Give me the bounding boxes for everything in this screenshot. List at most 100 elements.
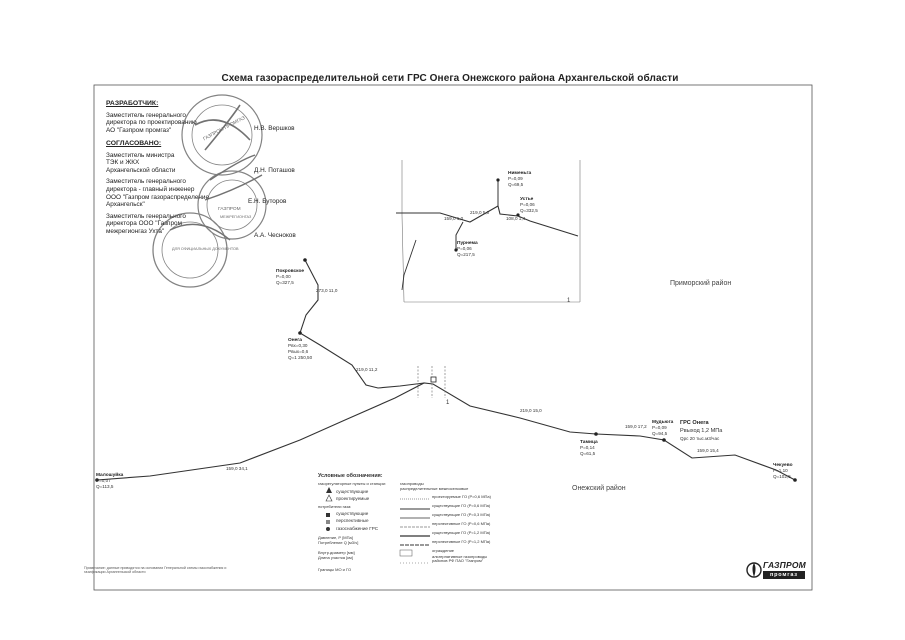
- agreed-3-line-2: директора ООО "Газпром: [106, 220, 183, 228]
- inset-branch-south: [455, 221, 464, 250]
- inset-a-name: Нименьга: [508, 170, 531, 176]
- tamitsa-p: Р=0,14: [580, 445, 595, 450]
- stamp-seal-2: [197, 170, 267, 240]
- legend-right: газопроводы распределительные межпоселко…: [400, 481, 500, 564]
- node-tamitsa[interactable]: [594, 432, 598, 436]
- segment-label-1: 273,0 11,0: [316, 288, 338, 293]
- legend-col2-sub: распределительные межпоселковые: [400, 485, 469, 491]
- chekuevo-p: Р=1,10: [773, 468, 788, 473]
- inset-b-name: Пурнема: [457, 240, 478, 246]
- inset-pipeline: [396, 205, 579, 237]
- legend-note-4: Длина участка [км]: [318, 555, 353, 561]
- legend-group2-item-1: существующие: [336, 511, 369, 517]
- mudyuga-name: Мудьюга: [652, 419, 674, 425]
- gazprom-flame-icon: [746, 562, 805, 579]
- main-pipeline: [96, 382, 796, 481]
- inset-node-c[interactable]: [516, 213, 520, 217]
- legend-group1-title: газорегуляторные пункты и станции:: [318, 481, 386, 487]
- region-primorsky: Приморский район: [670, 279, 731, 287]
- legend-line-label-8: альтернативные газопроводы районов РФ ПА…: [432, 553, 488, 564]
- agreed-1-signatory: Д.Н. Поташов: [254, 167, 295, 174]
- grs-title: ГРС Онега: [680, 420, 710, 426]
- agreed-1-line-3: Архангельской области: [106, 166, 176, 174]
- legend-square-grey-icon: [326, 520, 330, 524]
- onega-p1: Рвх=0,30: [288, 343, 308, 348]
- agreed-3-line-1: Заместитель генерального: [106, 212, 186, 220]
- developer-header: РАЗРАБОТЧИК:: [106, 100, 159, 107]
- footnote: Примечание: данные приводятся на основан…: [84, 566, 227, 575]
- maloshuyka-q: Q=113,5: [96, 484, 114, 489]
- stamp-text-4: ДЛЯ ОФИЦИАЛЬНЫХ ДОКУМЕНТОВ: [172, 247, 239, 251]
- developer-line-3: АО "Газпром промгаз": [106, 126, 172, 134]
- tamitsa-name: Тамица: [580, 439, 598, 445]
- agreed-1-line-2: ТЭК и ЖКХ: [106, 159, 140, 167]
- gazprom-logo: ГАЗПРОМ промгаз: [746, 558, 806, 582]
- legend-header: Условные обозначения:: [318, 473, 383, 479]
- stamp-seal-1: [181, 94, 263, 176]
- stamp-text-3: МЕЖРЕГИОНГАЗ: [220, 215, 252, 219]
- chekuevo-name: Чекуево: [773, 462, 793, 468]
- segment-label-3: 159,0 34,1: [226, 466, 248, 471]
- inset-node-b[interactable]: [454, 248, 458, 252]
- inset-c-p: Р=0,06: [520, 202, 535, 207]
- grs-capacity: Qрс 20 тыс.м3/час: [680, 436, 720, 441]
- node-mudyuga[interactable]: [662, 438, 666, 442]
- agreed-2-line-2: директора - главный инженер: [106, 185, 195, 193]
- grs-marker[interactable]: [430, 376, 437, 383]
- chekuevo-q: Q=102,5: [773, 474, 791, 479]
- onega-q: Q=1 250,50: [288, 355, 313, 360]
- inset-node-a[interactable]: [496, 178, 500, 182]
- legend-group2-title: потребители газа:: [318, 503, 352, 509]
- inset-b-q: Q=217,5: [457, 252, 475, 257]
- page-title: Схема газораспределительной сети ГРС Оне…: [221, 73, 679, 84]
- legend-line-label-5: существующие ГО (Р=1,2 МПа): [432, 529, 491, 535]
- mudyuga-p: Р=0,09: [652, 425, 667, 430]
- legend-left: Условные обозначения: газорегуляторные п…: [318, 472, 398, 572]
- legend-triangle-outline-icon: [325, 494, 333, 502]
- inset-c-q: Q=332,5: [520, 208, 538, 213]
- node-maloshuyka[interactable]: [95, 478, 99, 482]
- node-pokrovskoe[interactable]: [303, 258, 307, 262]
- legend-col2-title: газопроводы: [400, 481, 424, 486]
- map-inset-ref: 1: [446, 400, 450, 406]
- stamp-text-1: ГАЗПРОМ ПРОМГАЗ: [202, 115, 246, 142]
- agreed-2-signatory: Е.Н. Буторов: [248, 198, 287, 205]
- inset-frame: [401, 160, 581, 303]
- grs-pressure: Рвыход 1,2 МПа: [680, 428, 723, 434]
- developer-signatory: Н.В. Вершков: [254, 125, 295, 132]
- segment-label-9: 108,0 1,4: [506, 216, 526, 221]
- inset-branch-west: [401, 239, 417, 291]
- maloshuyka-name: Малошуйка: [96, 471, 124, 478]
- inset-c-name: Устье: [520, 196, 534, 202]
- stamp-seal-3: [152, 212, 228, 288]
- agreed-2-line-3: ООО "Газпром газораспределение: [106, 193, 210, 201]
- drawing-frame: [93, 84, 813, 591]
- maloshuyka-p: Р=0,07: [96, 478, 111, 483]
- node-onega[interactable]: [298, 331, 302, 335]
- tamitsa-q: Q=61,5: [580, 451, 596, 456]
- legend-fence-icon: [399, 549, 413, 557]
- region-onezhsky: Онежский район: [572, 484, 626, 492]
- inset-number: 1: [567, 298, 571, 304]
- node-chekuevo[interactable]: [793, 478, 797, 482]
- agreed-1-line-1: Заместитель министра: [106, 151, 175, 159]
- legend-circle-icon: [326, 527, 330, 531]
- legend-group1-item-2: проектируемые: [336, 496, 370, 502]
- legend-group1-item-1: существующие: [336, 488, 369, 494]
- agreed-3-line-3: межрегионгаз Ухта": [106, 227, 165, 235]
- legend-line-label-6: перспективные ГО (Р=1,2 МПа): [432, 538, 491, 544]
- agreed-2-line-1: Заместитель генерального: [106, 178, 186, 186]
- legend-line-label-4: перспективные ГО (Р=0,6 МПа): [432, 520, 491, 526]
- legend-note-2: Потребление Q [м3/ч]: [318, 540, 359, 546]
- legend-note-1: Давление, Р [МПа]: [318, 535, 353, 541]
- pokrovskoe-name: Покровское: [276, 268, 304, 274]
- legend-group2-item-2: перспективные: [336, 518, 369, 524]
- legend-line-label-7: ограждение: [432, 547, 455, 553]
- inset-a-q: Q=69,5: [508, 182, 524, 187]
- legend-line-label-2: существующие ГО (Р=0,6 МПа): [432, 502, 491, 508]
- segment-label-7: 219,0 5,0: [470, 210, 490, 215]
- legend-square-icon: [326, 513, 330, 517]
- onega-branch: [299, 259, 425, 389]
